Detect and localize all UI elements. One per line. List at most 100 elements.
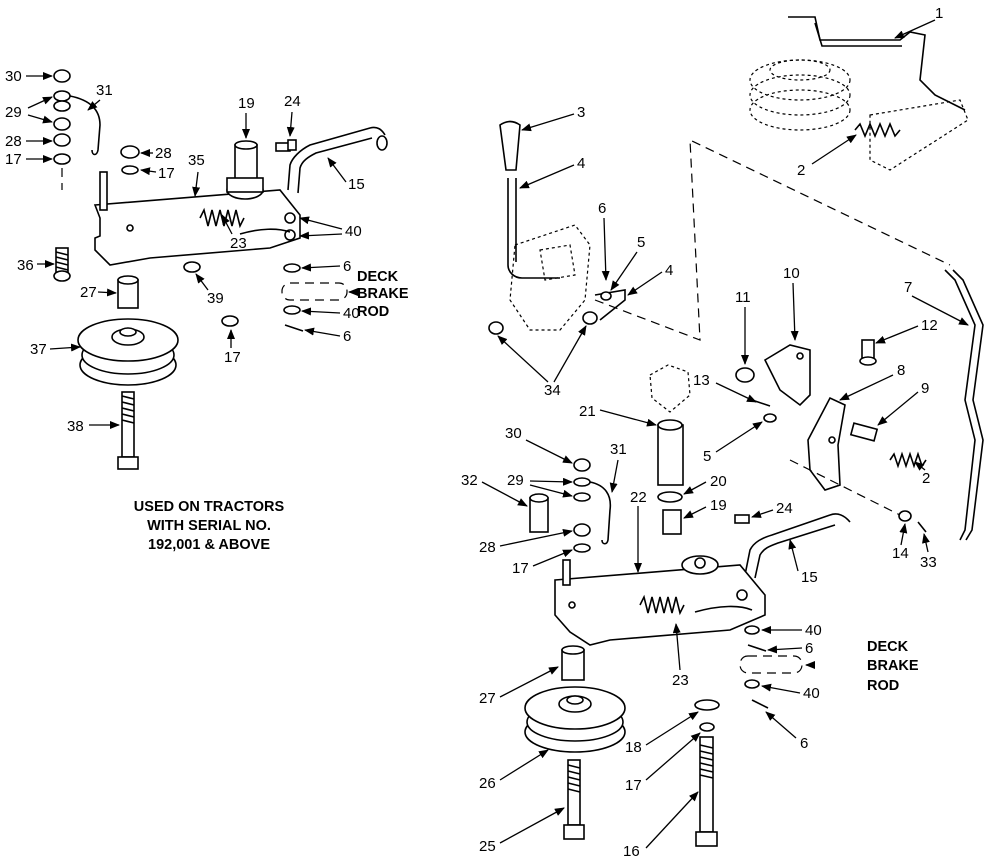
callout-right-22: 22	[630, 489, 647, 506]
callout-left-17b: 17	[158, 165, 175, 182]
left-spring-hook-31	[69, 95, 101, 156]
callout-right-4b: 4	[665, 262, 673, 279]
left-hardware-stack	[53, 69, 71, 190]
right-bracket-10	[763, 344, 811, 407]
note-line: DECK	[357, 269, 399, 285]
callout-right-19: 19	[710, 497, 727, 514]
callout-right-13: 13	[693, 372, 710, 389]
deck-brake-rod-label-right: DECK BRAKE ROD	[867, 639, 919, 694]
callout-right-10: 10	[783, 265, 800, 282]
callout-right-24: 24	[776, 500, 793, 517]
callout-right-40b: 40	[803, 685, 820, 702]
left-assembly	[53, 69, 388, 470]
callout-right-5b: 5	[703, 448, 711, 465]
right-pedal-outline	[749, 59, 851, 131]
callout-right-6b: 6	[805, 640, 813, 657]
callout-right-1: 1	[935, 5, 943, 22]
callout-left-37: 37	[30, 341, 47, 358]
right-spring-2-top	[854, 121, 901, 139]
note-line: BRAKE	[867, 658, 919, 674]
left-bolt-38	[117, 391, 139, 470]
callout-right-18: 18	[625, 739, 642, 756]
right-pulley-26	[524, 686, 626, 753]
callout-left-28b: 28	[155, 145, 172, 162]
callout-right-3: 3	[577, 104, 585, 121]
callout-left-23: 23	[230, 235, 247, 252]
callout-left-40a: 40	[345, 223, 362, 240]
callout-right-6c: 6	[800, 735, 808, 752]
callout-left-40b: 40	[343, 305, 360, 322]
callout-right-34: 34	[544, 382, 561, 399]
callout-right-2b: 2	[922, 470, 930, 487]
left-plate-35	[93, 189, 301, 266]
callout-left-17a: 17	[5, 151, 22, 168]
deck-brake-rod-label-left: DECK BRAKE ROD	[357, 269, 409, 320]
note-line: WITH SERIAL NO.	[147, 518, 271, 534]
callout-right-14: 14	[892, 545, 909, 562]
left-callouts: 30 29 28 17 31 19 24 28 17 35 15 40 36 2…	[5, 68, 365, 435]
callout-right-40a: 40	[805, 622, 822, 639]
callout-right-27: 27	[479, 690, 496, 707]
callout-right-31: 31	[610, 441, 627, 458]
callout-right-28: 28	[479, 539, 496, 556]
right-callouts: 1 3 2 4 6 5 4 10 7 11 12 34 8 13 9 21 5 …	[461, 5, 969, 858]
left-spacer-19	[234, 140, 258, 181]
callout-left-28a: 28	[5, 133, 22, 150]
callout-right-21: 21	[579, 403, 596, 420]
callout-left-19: 19	[238, 95, 255, 112]
callout-right-20: 20	[710, 473, 727, 490]
note-line: USED ON TRACTORS	[134, 499, 285, 515]
callout-right-26: 26	[479, 775, 496, 792]
left-pulley-37	[77, 318, 179, 386]
right-spring-2-mid	[889, 451, 927, 469]
callout-left-39: 39	[207, 290, 224, 307]
callout-right-5a: 5	[637, 234, 645, 251]
callout-right-17a: 17	[512, 560, 529, 577]
callout-right-11: 11	[735, 289, 751, 306]
callout-right-12: 12	[921, 317, 938, 334]
left-bolt-36	[53, 247, 71, 282]
callout-right-33: 33	[920, 554, 937, 571]
callout-right-6a: 6	[598, 200, 606, 217]
callout-left-24: 24	[284, 93, 301, 110]
right-arm-8	[807, 396, 846, 491]
note-line: DECK	[867, 639, 909, 655]
left-grease-fitting-24	[275, 139, 297, 152]
callout-right-8: 8	[897, 362, 905, 379]
callout-left-6a: 6	[343, 258, 351, 275]
right-assembly	[488, 16, 984, 847]
note-line: BRAKE	[357, 286, 409, 302]
callout-left-31: 31	[96, 82, 113, 99]
callout-right-29: 29	[507, 472, 524, 489]
right-plate-22	[554, 564, 766, 646]
callout-left-36: 36	[17, 257, 34, 274]
serial-number-note: USED ON TRACTORS WITH SERIAL NO. 192,001…	[134, 499, 285, 553]
callout-right-4a: 4	[577, 155, 585, 172]
callout-left-27: 27	[80, 284, 97, 301]
note-line: ROD	[357, 304, 389, 320]
callout-left-15: 15	[348, 176, 365, 193]
callout-left-17c: 17	[224, 349, 241, 366]
callout-left-6b: 6	[343, 328, 351, 345]
callout-right-9: 9	[921, 380, 929, 397]
callout-right-30: 30	[505, 425, 522, 442]
right-rod-1	[788, 16, 966, 111]
callout-left-38: 38	[67, 418, 84, 435]
callout-right-16: 16	[623, 843, 640, 858]
callout-right-25: 25	[479, 838, 496, 855]
note-line: ROD	[867, 678, 899, 694]
right-rod-15	[744, 513, 851, 576]
note-line: 192,001 & ABOVE	[148, 537, 270, 553]
callout-right-15: 15	[801, 569, 818, 586]
callout-left-29: 29	[5, 104, 22, 121]
callout-left-30: 30	[5, 68, 22, 85]
callout-right-2a: 2	[797, 162, 805, 179]
callout-right-23: 23	[672, 672, 689, 689]
callout-left-35: 35	[188, 152, 205, 169]
callout-right-32: 32	[461, 472, 478, 489]
callout-right-17b: 17	[625, 777, 642, 794]
left-rod-15	[287, 126, 386, 191]
right-rod-7	[944, 269, 976, 541]
right-spring-23	[639, 594, 685, 616]
